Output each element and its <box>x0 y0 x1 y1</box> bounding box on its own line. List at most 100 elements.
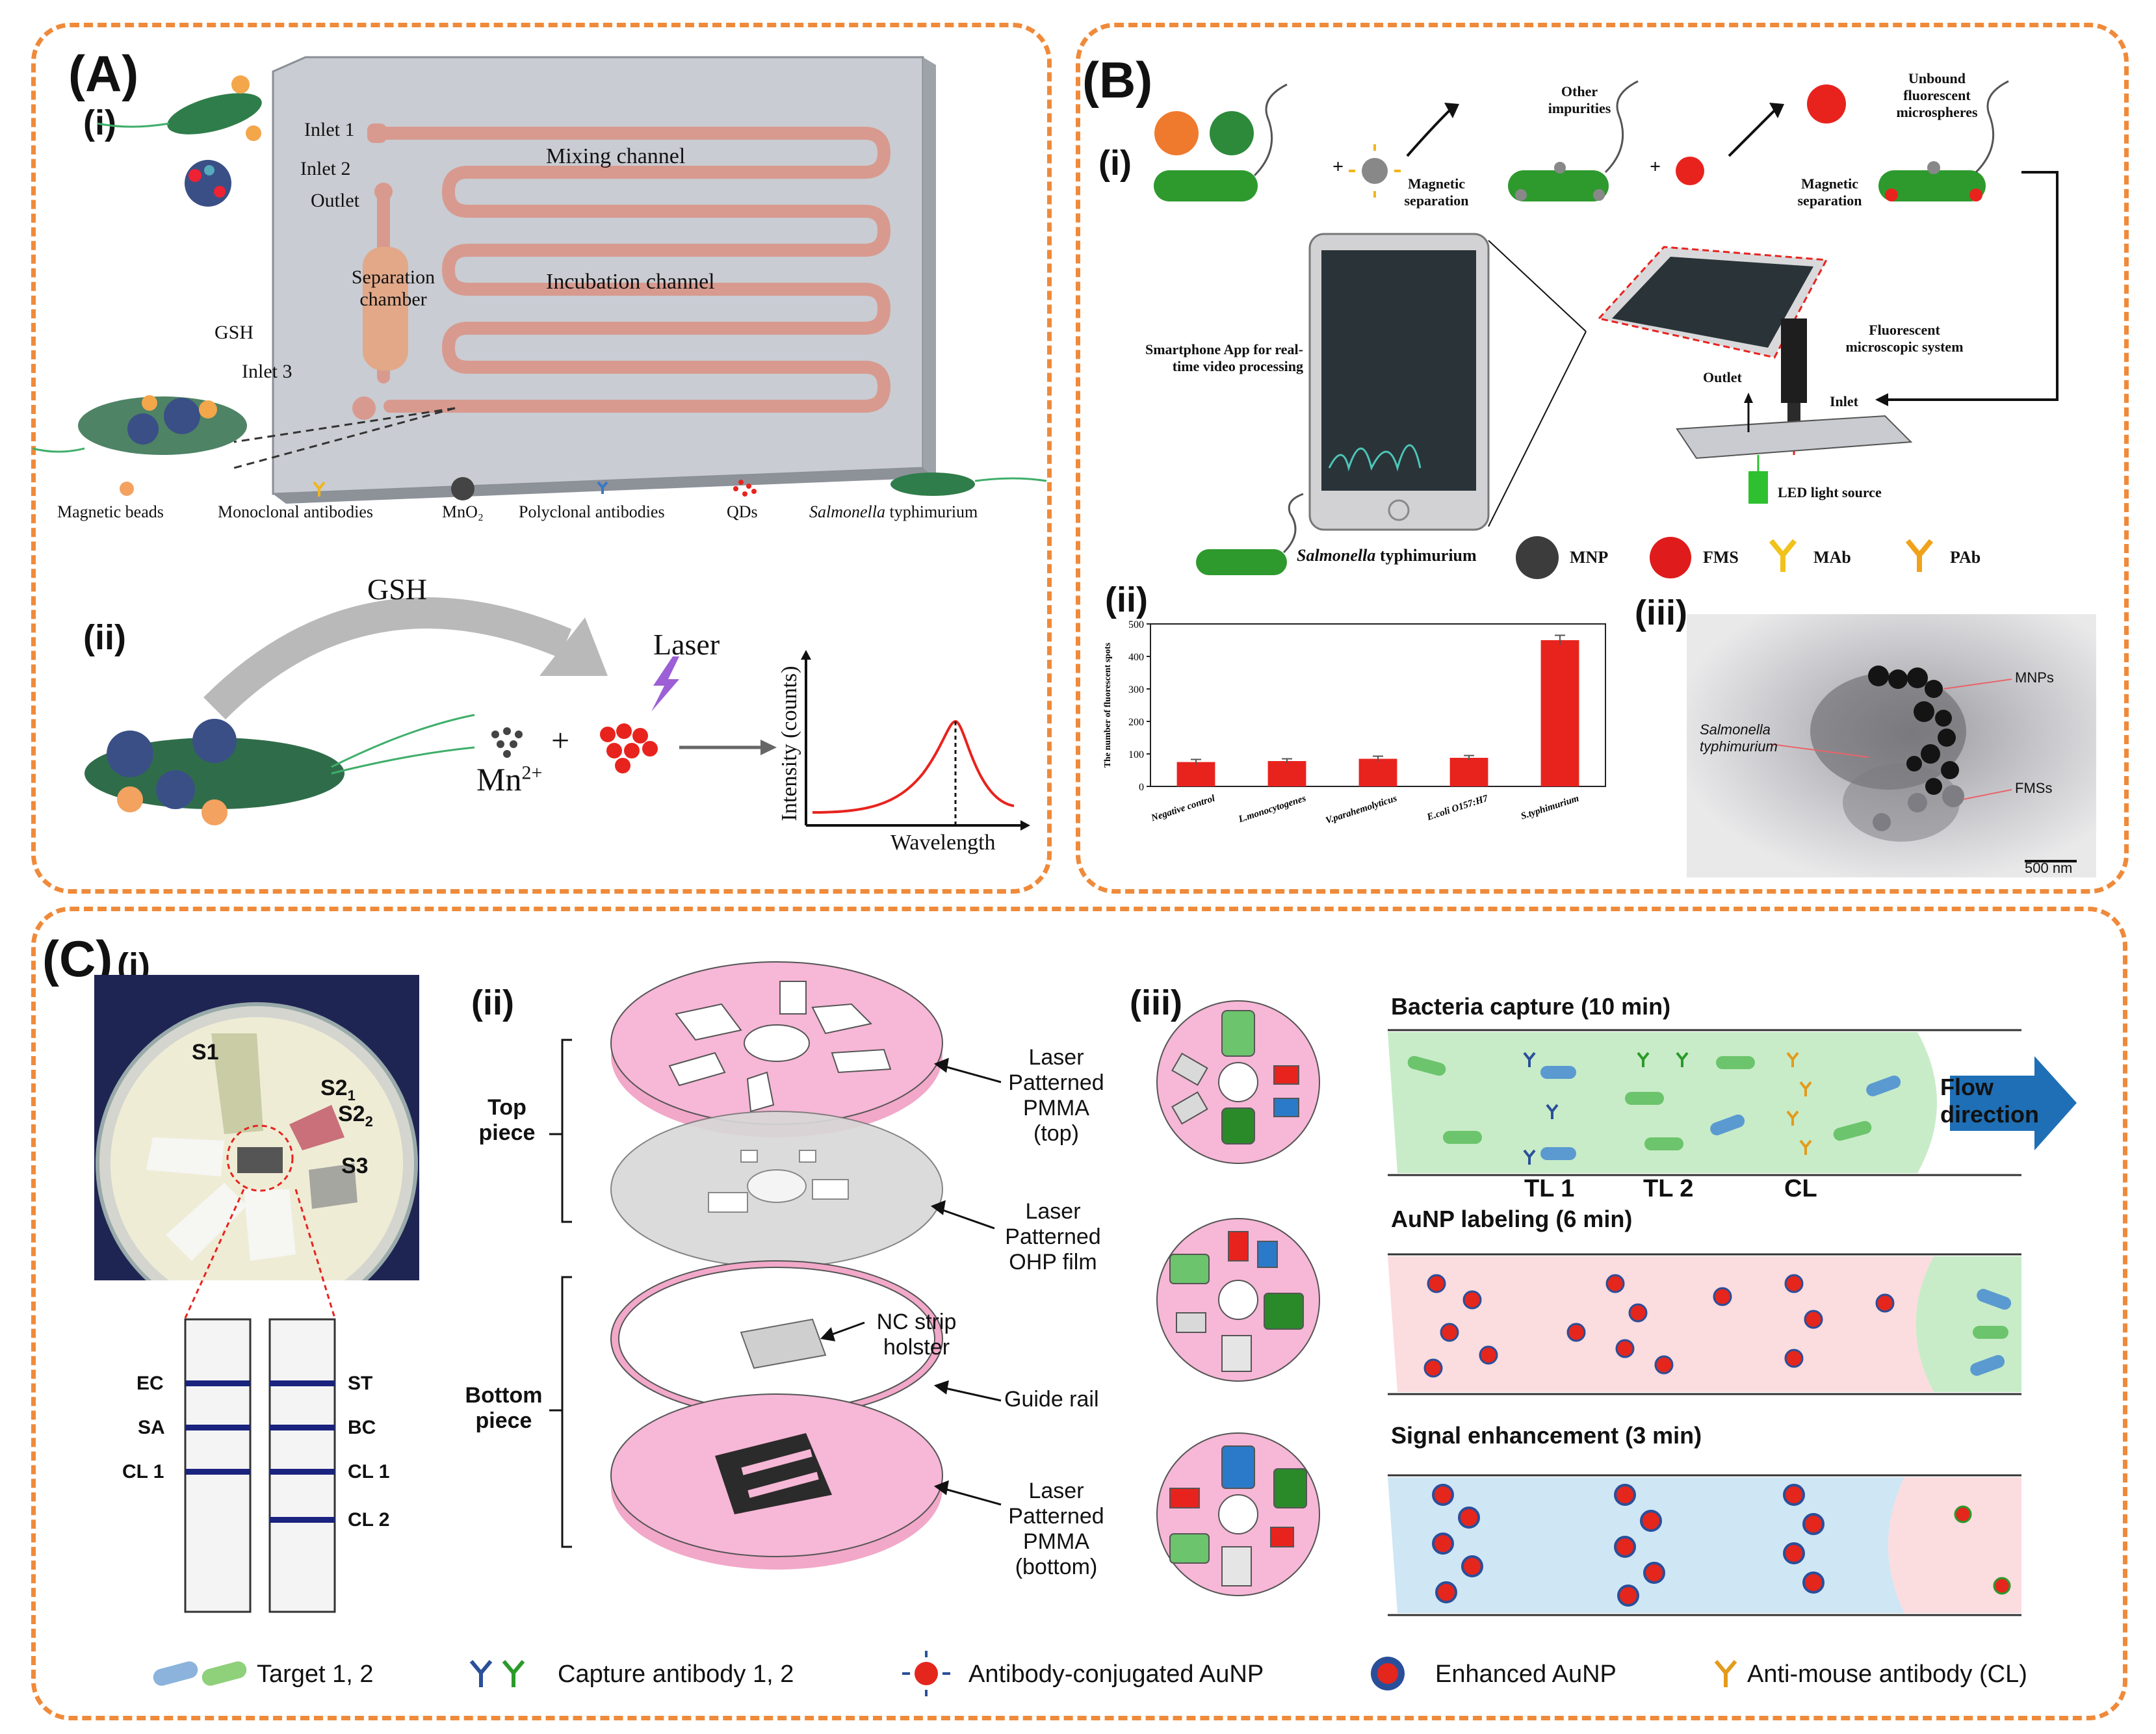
strip-left <box>184 1318 252 1613</box>
ohp-film-label: Laser Patterned OHP film <box>988 1199 1118 1275</box>
other-impurities-l2: impurities <box>1548 100 1611 116</box>
panel-c <box>31 907 2127 1720</box>
bar <box>1540 640 1579 786</box>
app-l2: time video processing <box>1172 358 1303 374</box>
magnetic-separation-2-label: Magnetic separation <box>1774 175 1885 209</box>
tem-image: MNPs Salmonella typhimurium FMSs 500 nm <box>1687 614 2096 877</box>
strip-left-cl1: CL 1 <box>122 1461 164 1482</box>
y-tick-label: 500 <box>1128 619 1144 630</box>
panel-b-sub-ii: (ii) <box>1105 580 1148 619</box>
plus-label: + <box>551 722 570 758</box>
unbound-l2: fluorescent <box>1903 87 1971 103</box>
impurity-orange-icon <box>1154 111 1199 155</box>
channel-step2 <box>1388 1253 2021 1395</box>
y-tick-label: 200 <box>1128 717 1144 728</box>
pmma-top-layer <box>610 961 943 1137</box>
magsep2-l1: Magnetic <box>1801 175 1858 192</box>
pmma-top-l3: PMMA <box>1023 1096 1089 1120</box>
qds-cluster-icon <box>600 723 658 773</box>
legend-b-salmonella-italic: Salmonella <box>1297 546 1376 565</box>
photo-s2-1-base: S2 <box>320 1076 348 1100</box>
fluorescent-microscope-icon <box>1781 318 1807 455</box>
photo-s1: S1 <box>192 1040 219 1065</box>
tem-salmonella-label: Salmonella typhimurium <box>1700 721 1778 755</box>
app-l1: Smartphone App for real- <box>1145 341 1303 357</box>
magsep1-l1: Magnetic <box>1408 175 1465 192</box>
panel-b-label: (B) <box>1082 51 1153 109</box>
monoclonal-antibody-icon <box>313 481 326 497</box>
mnp-antibody-icon <box>1349 144 1401 198</box>
flow-direction-label: Flow direction <box>1940 1074 2039 1128</box>
panel-a-sub-ii: (ii) <box>83 618 126 657</box>
device-disc <box>96 1002 418 1280</box>
magnetic-beads-icon <box>120 482 134 496</box>
legend-c-target: Target 1, 2 <box>257 1661 374 1688</box>
mn-particles-icon <box>491 727 523 758</box>
photo-s2-1-sub: 1 <box>347 1087 356 1104</box>
panel-c-sub-ii: (ii) <box>471 983 514 1022</box>
mab-icon <box>1769 539 1797 572</box>
bar <box>1267 761 1306 786</box>
outlet-label: Outlet <box>311 190 359 211</box>
strip-right-cl1: CL 1 <box>348 1461 390 1482</box>
strip-right-bc: BC <box>348 1417 376 1438</box>
incubation-channel-label: Incubation channel <box>546 270 715 294</box>
pmma-bottom-l1: Laser <box>1028 1479 1084 1503</box>
anti-mouse-antibody-icon <box>1714 1660 1737 1687</box>
bottom-piece-l1: Bottom <box>465 1383 543 1408</box>
top-piece-label: Top piece <box>465 1095 549 1146</box>
nc-strip-label: NC strip holster <box>858 1310 975 1360</box>
ohp-l2: Patterned <box>1005 1224 1101 1249</box>
panel-b-sub-i: (i) <box>1098 144 1132 183</box>
polyclonal-antibody-icon <box>597 481 608 494</box>
inlet1-label: Inlet 1 <box>304 119 355 140</box>
led-light-source-icon <box>1748 455 1768 504</box>
bar <box>1358 758 1397 786</box>
led-label: LED light source <box>1778 484 1882 500</box>
mno2-icon <box>451 477 474 500</box>
magnetic-separation-1-label: Magnetic separation <box>1381 175 1492 209</box>
step-capture-title: Bacteria capture (10 min) <box>1391 993 1671 1020</box>
unbound-microspheres-label: Unbound fluorescent microspheres <box>1865 70 2008 121</box>
legend-mno2: MnO₂ <box>442 502 484 521</box>
channel-step3 <box>1388 1474 2021 1616</box>
other-impurities-label: Other impurities <box>1518 83 1641 117</box>
pmma-top-l2: Patterned <box>1008 1070 1104 1095</box>
photo-s2-2-base: S2 <box>338 1102 365 1126</box>
separation-chamber-line2: chamber <box>359 289 427 310</box>
legend-polyclonal: Polyclonal antibodies <box>519 502 665 521</box>
bar <box>1449 758 1488 786</box>
photo-s2-1: S21 <box>320 1076 356 1104</box>
unbound-l3: microspheres <box>1896 104 1978 120</box>
strip-left-ec: EC <box>136 1373 164 1394</box>
bacteria-mnp-icon <box>1508 80 1639 201</box>
tl1-label: TL 1 <box>1524 1175 1575 1202</box>
separation-chamber-label: Separation chamber <box>328 266 458 311</box>
strip-left-sa: SA <box>138 1417 165 1438</box>
panel-a-label: (A) <box>68 45 139 102</box>
wavelength-axis-label: Wavelength <box>890 831 996 855</box>
legend-salmonella: Salmonella typhimurium <box>809 502 978 522</box>
flow-l2: direction <box>1940 1101 2040 1128</box>
gsh-chip-label: GSH <box>214 322 254 343</box>
fluorescent-system-label: Fluorescent microscopic system <box>1813 322 1995 356</box>
bacteria-icon <box>1154 83 1288 201</box>
spectrum-plot <box>801 650 1030 831</box>
pmma-bottom-label: Laser Patterned PMMA (bottom) <box>994 1479 1118 1580</box>
capture-antibody-1-icon <box>469 1660 493 1687</box>
tablet-icon <box>1597 246 1828 359</box>
legend-c-capture: Capture antibody 1, 2 <box>558 1661 794 1688</box>
y-tick-label: 400 <box>1128 652 1144 663</box>
unbound-l1: Unbound <box>1908 70 1966 86</box>
mn-sup: 2+ <box>521 762 543 784</box>
y-axis-label: The number of fluorescent spots <box>1103 642 1113 768</box>
disc-step1-icon <box>1156 1000 1320 1164</box>
legend-monoclonal: Monoclonal antibodies <box>218 502 374 521</box>
y-tick-label: 100 <box>1128 749 1144 760</box>
